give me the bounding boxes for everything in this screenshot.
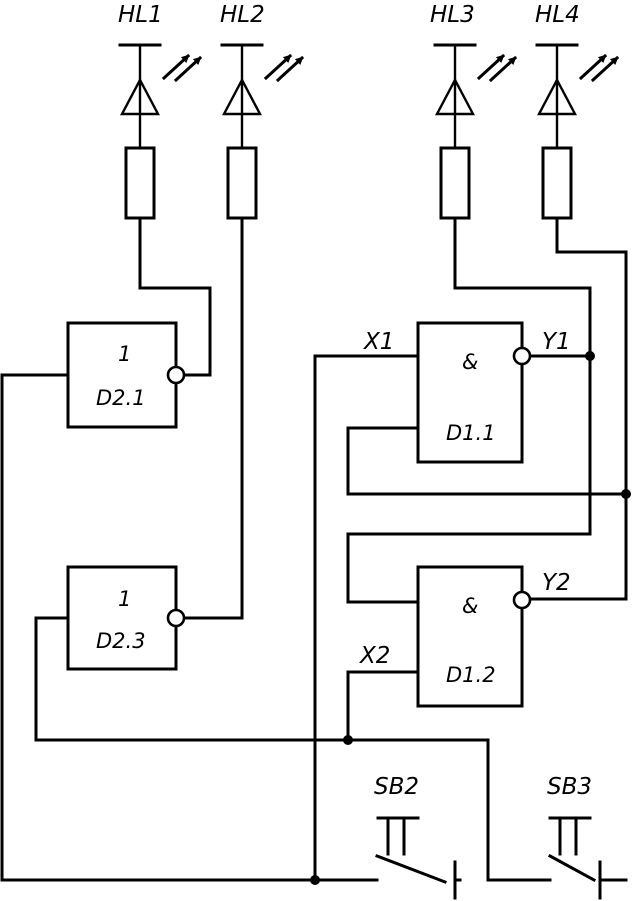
junction-dots [310,351,631,885]
switch-sb2: SB2 [374,774,457,900]
led-label: HL1 [118,2,163,28]
led-hl2: HL2 [220,2,305,220]
led-hl3: HL3 [430,2,518,220]
junction-x1 [310,875,320,885]
switch-sb3: SB3 [547,774,602,900]
gate-d1-2: & D1.2 [416,565,532,708]
junction-y2-feedback [621,489,631,499]
resistor [124,146,156,220]
switch-label: SB2 [374,774,419,800]
gate-symbol: 1 [118,342,131,366]
gate-symbol: & [462,350,478,374]
led-hl1: HL1 [118,2,203,220]
gate-symbol: 1 [118,587,131,611]
gate-name: D2.1 [96,386,146,410]
led-label: HL3 [430,2,475,28]
gate-name: D1.1 [446,421,496,445]
gate-d1-1: & D1.1 [416,321,532,464]
resistor [541,146,573,220]
net-label-y2: Y2 [542,570,571,596]
gate-symbol: & [462,594,478,618]
net-label-x1: X1 [363,329,394,355]
switch-label: SB3 [547,774,592,800]
resistor [439,146,471,220]
led-label: HL4 [535,2,580,28]
resistor [226,146,258,220]
led-hl4: HL4 [535,2,620,220]
inverter-bubble [166,365,186,385]
wiring [0,216,628,882]
gate-d2-3: 1 D2.3 [66,565,186,671]
inverter-bubble [512,590,532,610]
gate-name: D1.2 [446,663,496,687]
net-label-y1: Y1 [542,329,571,355]
gate-name: D2.3 [96,629,146,653]
gate-d2-1: 1 D2.1 [66,321,186,429]
junction-y1 [585,351,595,361]
led-label: HL2 [220,2,265,28]
net-labels: X1 Y1 X2 Y2 [359,329,571,669]
net-label-x2: X2 [359,643,390,669]
junction-x2 [343,735,353,745]
inverter-bubble [512,346,532,366]
inverter-bubble [166,608,186,628]
